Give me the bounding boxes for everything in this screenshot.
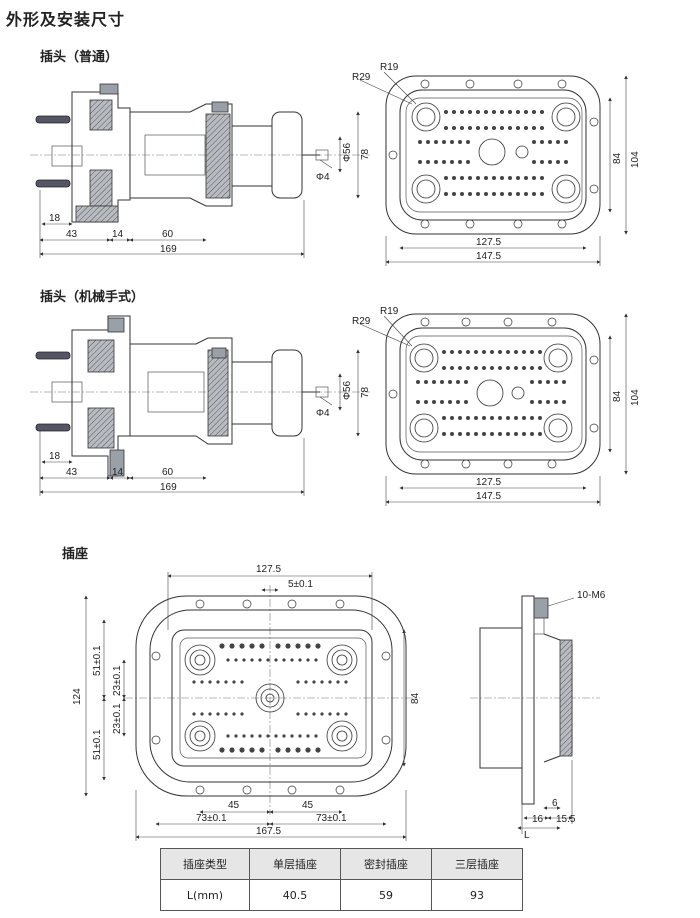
socket-front-view: 127.5 5±0.1 124 51±0.1 51±0.1 23±0.1 23±… bbox=[72, 564, 421, 841]
dim-label: 124 bbox=[72, 688, 83, 705]
dim-label: 104 bbox=[630, 151, 641, 168]
dim-label: 84 bbox=[410, 692, 421, 704]
dim-label: 60 bbox=[162, 229, 174, 240]
dim-label: 18 bbox=[49, 213, 61, 224]
dim-label: 60 bbox=[162, 467, 174, 478]
dim-label: Φ56 bbox=[342, 380, 353, 400]
table-cell: 59 bbox=[340, 879, 432, 911]
plug-normal-front-view: R29 R19 84 104 127.5 147.5 bbox=[352, 62, 641, 266]
dim-label: 23±0.1 bbox=[112, 665, 123, 696]
dim-label: 51±0.1 bbox=[92, 645, 103, 676]
dim-label: 84 bbox=[612, 152, 623, 164]
dim-label: 167.5 bbox=[256, 826, 281, 837]
dim-label: 147.5 bbox=[476, 491, 501, 502]
table-row-label: L(mm) bbox=[160, 879, 250, 911]
socket-type-table: 插座类型 单层插座 密封插座 三层插座 L(mm) 40.5 59 93 bbox=[160, 848, 523, 911]
dim-label: 14 bbox=[112, 467, 124, 478]
table-header-cell: 三层插座 bbox=[431, 848, 523, 880]
dim-label: 127.5 bbox=[476, 237, 501, 248]
dim-label: 147.5 bbox=[476, 251, 501, 262]
dim-label: L bbox=[524, 830, 530, 841]
dim-label: R29 bbox=[352, 316, 371, 327]
section-title-socket: 插座 bbox=[62, 547, 89, 562]
dim-label: 84 bbox=[612, 390, 623, 402]
plug-mech-side-view: 18 43 14 60 169 Φ4 Φ56 78 bbox=[30, 315, 371, 496]
dim-label: 15.5 bbox=[556, 814, 576, 825]
dim-label: 10-M6 bbox=[577, 590, 606, 601]
dim-label: 73±0.1 bbox=[196, 813, 227, 824]
dim-label: 51±0.1 bbox=[92, 729, 103, 760]
dim-label: 6 bbox=[552, 798, 558, 809]
dim-label: 127.5 bbox=[256, 564, 281, 575]
dim-label: R19 bbox=[380, 62, 399, 73]
dim-label: 43 bbox=[66, 467, 78, 478]
dim-label: Φ56 bbox=[342, 142, 353, 162]
dim-label: 78 bbox=[360, 386, 371, 398]
table-row: L(mm) 40.5 59 93 bbox=[160, 879, 523, 911]
table-cell: 93 bbox=[431, 879, 523, 911]
dim-label: 73±0.1 bbox=[316, 813, 347, 824]
table-header-row: 插座类型 单层插座 密封插座 三层插座 bbox=[160, 848, 523, 880]
table-header-cell: 密封插座 bbox=[340, 848, 432, 880]
dim-label: 45 bbox=[228, 800, 240, 811]
socket-side-view: 10-M6 6 16 15.5 L bbox=[470, 590, 606, 841]
section-title-plug-normal: 插头（普通） bbox=[40, 50, 119, 65]
dim-label: Φ4 bbox=[316, 172, 330, 183]
table-cell: 40.5 bbox=[249, 879, 341, 911]
dim-label: 78 bbox=[360, 148, 371, 160]
dim-label: 169 bbox=[160, 482, 177, 493]
dim-label: 127.5 bbox=[476, 477, 501, 488]
section-title-plug-mech: 插头（机械手式） bbox=[40, 290, 145, 305]
dim-label: R29 bbox=[352, 72, 371, 83]
dim-label: 169 bbox=[160, 244, 177, 255]
dim-label: 45 bbox=[302, 800, 314, 811]
dim-label: 14 bbox=[112, 229, 124, 240]
dim-label: 104 bbox=[630, 389, 641, 406]
dim-label: 43 bbox=[66, 229, 78, 240]
dim-label: 16 bbox=[532, 814, 544, 825]
dim-label: Φ4 bbox=[316, 408, 330, 419]
dim-label: 23±0.1 bbox=[112, 703, 123, 734]
plug-mech-front-view: R29 R19 84 104 127.5 147.5 bbox=[352, 306, 641, 506]
dim-label: R19 bbox=[380, 306, 399, 317]
table-header-cell: 插座类型 bbox=[160, 848, 250, 880]
dim-label: 5±0.1 bbox=[288, 579, 313, 590]
page-title: 外形及安装尺寸 bbox=[6, 10, 126, 29]
table-header-cell: 单层插座 bbox=[249, 848, 341, 880]
dim-label: 18 bbox=[49, 451, 61, 462]
plug-normal-side-view: 18 43 14 60 169 Φ4 Φ56 78 bbox=[30, 83, 371, 258]
